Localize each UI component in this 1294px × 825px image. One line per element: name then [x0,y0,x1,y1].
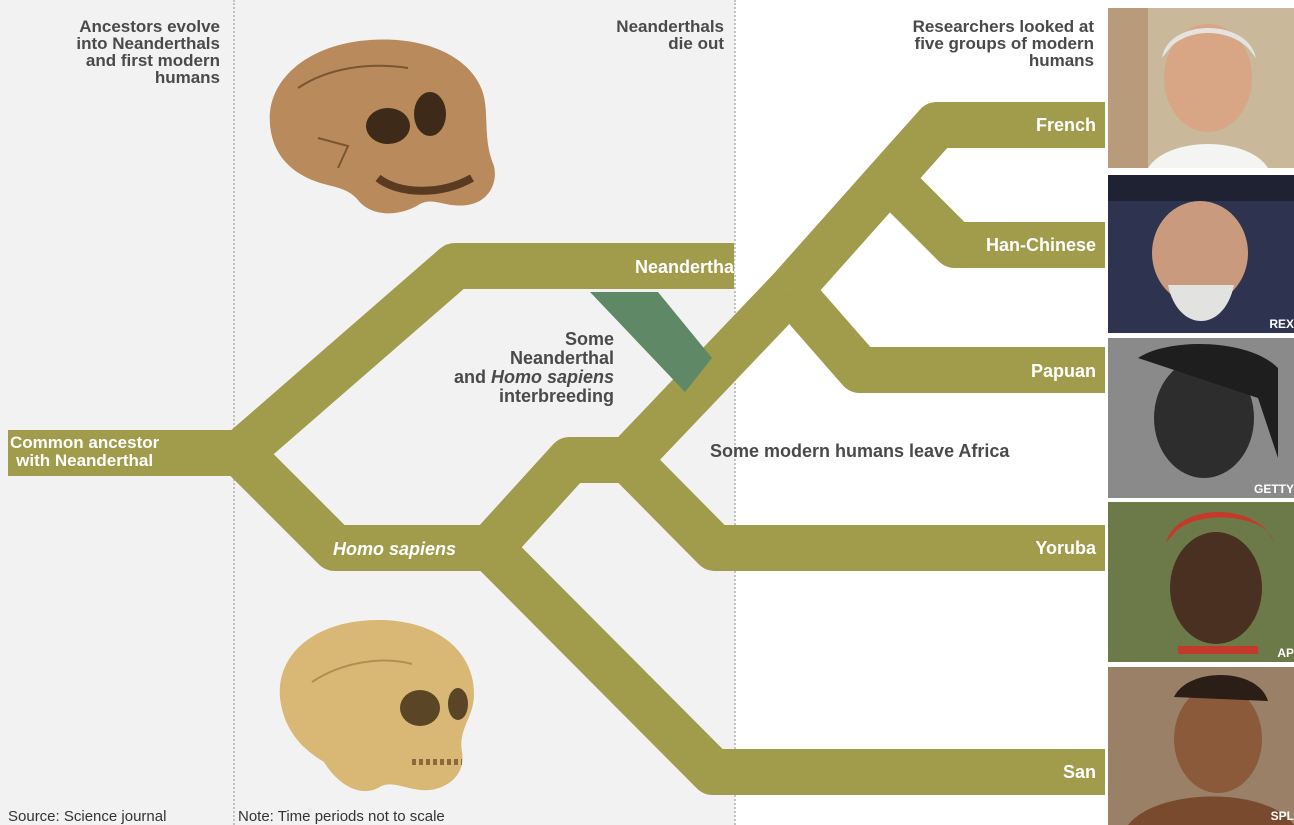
branch-out-of-africa-stem [472,437,628,564]
label-french: French [1035,115,1096,135]
branch-han-chinese [863,153,1105,268]
label-papuan: Papuan [1030,361,1096,381]
divider-left [233,0,235,825]
branch-papuan [772,274,1105,393]
portrait-papuan: GETTY [1108,338,1294,498]
label-interbreeding: Some Neanderthal and Homo sapiens interb… [453,329,614,406]
interbreeding-band [590,292,712,392]
portrait-san: SPL [1108,667,1294,825]
label-han-chinese: Han-Chinese [985,235,1096,255]
portrait-yoruba: AP [1108,502,1294,662]
label-homo-sapiens: Homo sapiens [333,539,457,559]
portrait-french [1108,8,1294,168]
branch-homo-sapiens [223,436,490,571]
scale-note: Note: Time periods not to scale [238,808,445,825]
label-yoruba: Yoruba [1035,538,1096,558]
label-neanderthal: Neanderthal [634,257,739,277]
credit-getty: GETTY [1253,482,1294,496]
source-note: Source: Science journal [8,808,167,825]
branch-san [473,531,1105,795]
tree-branches [8,102,1105,795]
label-leave-africa: Some modern humans leave Africa [710,441,1010,461]
credit-spl: SPL [1270,809,1294,823]
neanderthal-skull-image [269,39,495,214]
ancestors-panel [0,0,235,825]
branch-eurasian [611,274,807,476]
homo-sapiens-skull-image [279,620,474,792]
branch-neanderthal [224,243,734,471]
branch-east-west [772,102,1105,306]
portrait-han-chinese: REX [1108,175,1294,333]
credit-rex: REX [1269,317,1294,331]
branch-yoruba [611,443,1105,571]
credit-ap: AP [1277,646,1294,660]
label-san: San [1062,762,1096,782]
divider-mid [734,0,736,825]
